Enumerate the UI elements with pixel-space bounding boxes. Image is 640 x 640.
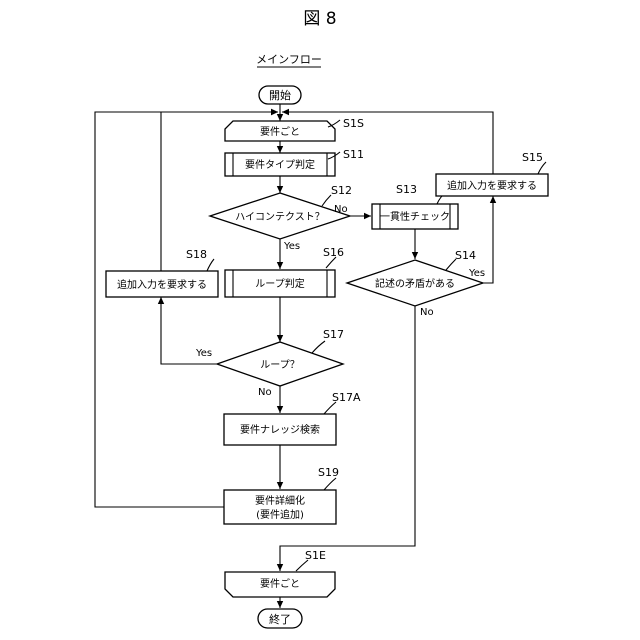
s17-leader xyxy=(312,341,325,353)
s16-step-id: S16 xyxy=(323,246,344,259)
s19-leader xyxy=(324,478,336,490)
end-label: 終了 xyxy=(269,612,291,626)
s19-step-id: S19 xyxy=(318,466,339,479)
s12-node: ハイコンテクスト？ S12 No Yes xyxy=(210,184,352,252)
start-node: 開始 xyxy=(259,86,301,104)
start-label: 開始 xyxy=(269,88,291,102)
s1e-step-id: S1E xyxy=(305,549,326,562)
s11-node: 要件タイプ判定 S11 xyxy=(225,148,364,176)
s17a-label: 要件ナレッジ検索 xyxy=(240,423,320,436)
s13-step-id: S13 xyxy=(396,183,417,196)
s15-step-id: S15 xyxy=(522,151,543,164)
s16-label: ループ判定 xyxy=(255,277,304,290)
s17-step-id: S17 xyxy=(323,328,344,341)
s11-label: 要件タイプ判定 xyxy=(245,158,315,171)
s1s-step-id: S1S xyxy=(343,117,364,130)
s19-node: 要件詳細化 (要件追加) S19 xyxy=(224,466,339,524)
s19-label-line2: (要件追加) xyxy=(256,508,304,521)
s14-node: 記述の矛盾がある S14 Yes No xyxy=(347,249,485,318)
s14-yes-label: Yes xyxy=(468,268,485,279)
figure-title: 図 8 xyxy=(303,9,336,29)
loop-begin-label: 要件ごと xyxy=(260,125,300,138)
s12-yes-label: Yes xyxy=(283,241,300,252)
s17-no-label: No xyxy=(258,387,272,398)
s18-label: 追加入力を要求する xyxy=(117,278,207,291)
s11-step-id: S11 xyxy=(343,148,364,161)
s17a-step-id: S17A xyxy=(332,391,361,404)
s17-node: ループ？ S17 Yes No xyxy=(195,328,344,398)
s17-yes-label: Yes xyxy=(195,348,212,359)
s14-label: 記述の矛盾がある xyxy=(375,277,455,290)
s18-node: 追加入力を要求する S18 xyxy=(106,248,218,297)
s14-step-id: S14 xyxy=(455,249,476,262)
s13-label: 一貫性チェック xyxy=(380,210,450,223)
s15-node: 追加入力を要求する S15 xyxy=(436,151,548,196)
s14-no-label: No xyxy=(420,307,434,318)
loop-begin-node: 要件ごと S1S xyxy=(225,117,364,141)
s16-node: ループ判定 S16 xyxy=(225,246,344,297)
end-node: 終了 xyxy=(258,609,302,628)
s15-label: 追加入力を要求する xyxy=(447,179,537,192)
s12-step-id: S12 xyxy=(331,184,352,197)
s18-step-id: S18 xyxy=(186,248,207,261)
loop-end-label: 要件ごと xyxy=(260,577,300,590)
s17a-node: 要件ナレッジ検索 S17A xyxy=(224,391,361,445)
s18-leader xyxy=(207,259,214,271)
flow-subtitle: メインフロー xyxy=(256,53,322,66)
s17-label: ループ？ xyxy=(260,359,299,371)
s19-label-line1: 要件詳細化 xyxy=(255,494,305,507)
s12-no-label: No xyxy=(334,204,348,215)
s12-label: ハイコンテクスト？ xyxy=(235,211,325,223)
s12-leader xyxy=(322,195,331,206)
